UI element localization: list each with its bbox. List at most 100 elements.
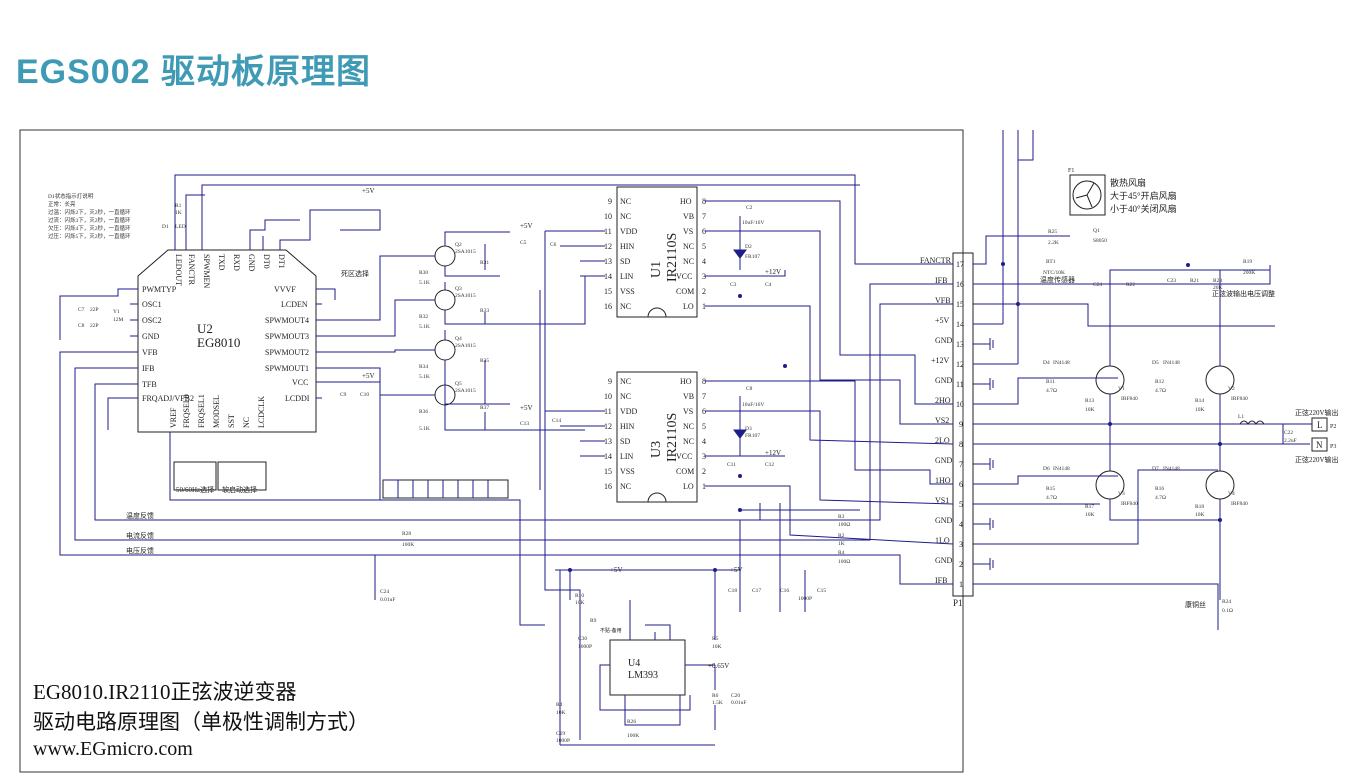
capacitor-ref: C20: [731, 693, 740, 699]
transistor-ref: Q4: [455, 336, 462, 342]
resistor-value: 100K: [402, 542, 414, 548]
resistor-ref: R23: [1213, 278, 1222, 284]
resistor-ref: R4: [838, 550, 845, 556]
p1-pin-number: 17: [956, 260, 964, 269]
u1-pin-number: 16: [604, 302, 612, 311]
mosfet-part: IRF840: [1121, 501, 1138, 507]
p1-pin-label: GND: [935, 456, 953, 465]
resistor-ref: R3: [838, 514, 845, 520]
resistor-value: 0.1Ω: [1222, 608, 1233, 614]
capacitor-ref: C17: [752, 588, 761, 594]
caption-website: www.EGmicro.com: [33, 738, 193, 760]
capacitor-ref: C4: [765, 282, 772, 288]
u2-ref: U2: [197, 321, 213, 336]
terminal-l: L: [1317, 420, 1323, 430]
diode-ref: D3: [745, 426, 752, 432]
inductor-ref: L1: [1238, 414, 1244, 420]
diode-ref: D6: [1043, 466, 1050, 472]
u2-pin-gnd-top: GND: [247, 254, 256, 272]
u3-pin-label: LIN: [620, 452, 634, 461]
resistor-value: 10K: [1195, 407, 1205, 413]
output-adjust-label: 正弦波输出电压调整: [1212, 289, 1275, 298]
thermistor-value: NTC/10K: [1043, 270, 1065, 276]
resistor-ref: R18: [1195, 504, 1204, 510]
u1-pin-number: 2: [702, 287, 706, 296]
capacitor-ref: C7: [78, 307, 85, 313]
resistor-value: 4.7Ω: [1155, 388, 1166, 394]
resistor-ref: R13: [1085, 398, 1094, 404]
u1-pin-label: NC: [620, 302, 631, 311]
capacitor-ref: C6: [550, 242, 557, 248]
capacitor-value: 10uF/16V: [742, 402, 764, 408]
diode-ref: D5: [1152, 360, 1159, 366]
u2-pin-spwmout1: SPWMOUT1: [265, 364, 309, 373]
p1-pin-label: FANCTR: [920, 256, 952, 265]
u3-ref: U3: [649, 441, 664, 458]
rail-label: +5V: [520, 222, 533, 230]
u3-pin-number: 15: [604, 467, 612, 476]
p1-pin-number: 7: [959, 460, 963, 469]
diode-part: FR107: [745, 433, 760, 439]
capacitor-ref: C24: [380, 589, 389, 595]
capacitor-ref: C16: [780, 588, 789, 594]
terminal-p3: P3: [1330, 444, 1336, 450]
u3-pin-number: 9: [608, 377, 612, 386]
resistor-ref: R11: [1046, 379, 1055, 385]
p1-pin-number: 14: [956, 320, 964, 329]
u3-pin-number: 16: [604, 482, 612, 491]
p1-pin-label: 2LO: [935, 436, 950, 445]
u1-pin-label: NC: [620, 197, 631, 206]
resistor-ref: R1: [175, 203, 182, 209]
u1-pin-number: 3: [702, 272, 706, 281]
resistor-value: 5.1K: [419, 426, 430, 432]
u2-pin-modsel: MODSEL: [212, 395, 221, 428]
terminal-p2: P2: [1330, 424, 1336, 430]
led-value: LED: [175, 224, 186, 230]
resistor-ref: R10: [575, 593, 584, 599]
p1-pin-number: 11: [956, 380, 964, 389]
p1-pin-number: 1: [959, 580, 963, 589]
capacitor-ref: C22: [1284, 430, 1293, 436]
resistor-ref: R6: [712, 693, 719, 699]
transistor-ref: Q1: [1093, 228, 1100, 234]
u2-pin-txd: TXD: [217, 254, 226, 271]
resistor-value: 10K: [556, 710, 566, 716]
u2-pin-ifb: IFB: [142, 364, 154, 373]
resistor-value: 10K: [712, 644, 722, 650]
u1-body: [616, 186, 698, 318]
u2-pin-dt1: DT1: [277, 254, 286, 269]
shunt-label: 康铜丝: [1185, 600, 1206, 609]
u1-pin-label: VDD: [620, 227, 638, 236]
capacitor-ref: C23: [1167, 278, 1176, 284]
u2-pin-sst: SST: [227, 414, 236, 428]
diode-part: IN4148: [1053, 360, 1070, 366]
fan-line2: 小于40°关闭风扇: [1110, 203, 1177, 214]
rail-label: +5V: [520, 404, 533, 412]
u2-pin-osc2: OSC2: [142, 316, 162, 325]
u2-pin-gnd: GND: [142, 332, 160, 341]
p1-pin-number: 5: [959, 500, 963, 509]
u1-pin-label: VS: [683, 227, 693, 236]
thermistor-ref: RT1: [1046, 259, 1056, 265]
fan-box: [1069, 174, 1106, 216]
capacitor-ref: C18: [728, 588, 737, 594]
u3-pin-label: NC: [620, 392, 631, 401]
u3-pin-number: 3: [702, 452, 706, 461]
softstart-select-label: 软启动选择: [222, 485, 257, 494]
u1-pin-label: VB: [683, 212, 694, 221]
resistor-value: 4.7Ω: [1046, 388, 1057, 394]
u1-pin-number: 6: [702, 227, 706, 236]
resistor-value: 100Ω: [838, 559, 850, 565]
u2-pin-spwmout4: SPWMOUT4: [265, 316, 309, 325]
capacitor-ref: C2: [746, 205, 753, 211]
caption-line-1: EG8010.IR2110正弦波逆变器: [33, 680, 297, 704]
capacitor-value: 22P: [90, 323, 99, 329]
resistor-ref: R31: [480, 260, 489, 266]
u1-pin-label: COM: [676, 287, 694, 296]
capacitor-ref: C5: [520, 240, 527, 246]
freq-select-label: 50/60Hz选择: [176, 485, 214, 494]
transistor-ref: Q3: [455, 286, 462, 292]
diode-part: IN4148: [1163, 360, 1180, 366]
u2-body: [137, 249, 317, 433]
resistor-ref: R17: [1085, 504, 1094, 510]
